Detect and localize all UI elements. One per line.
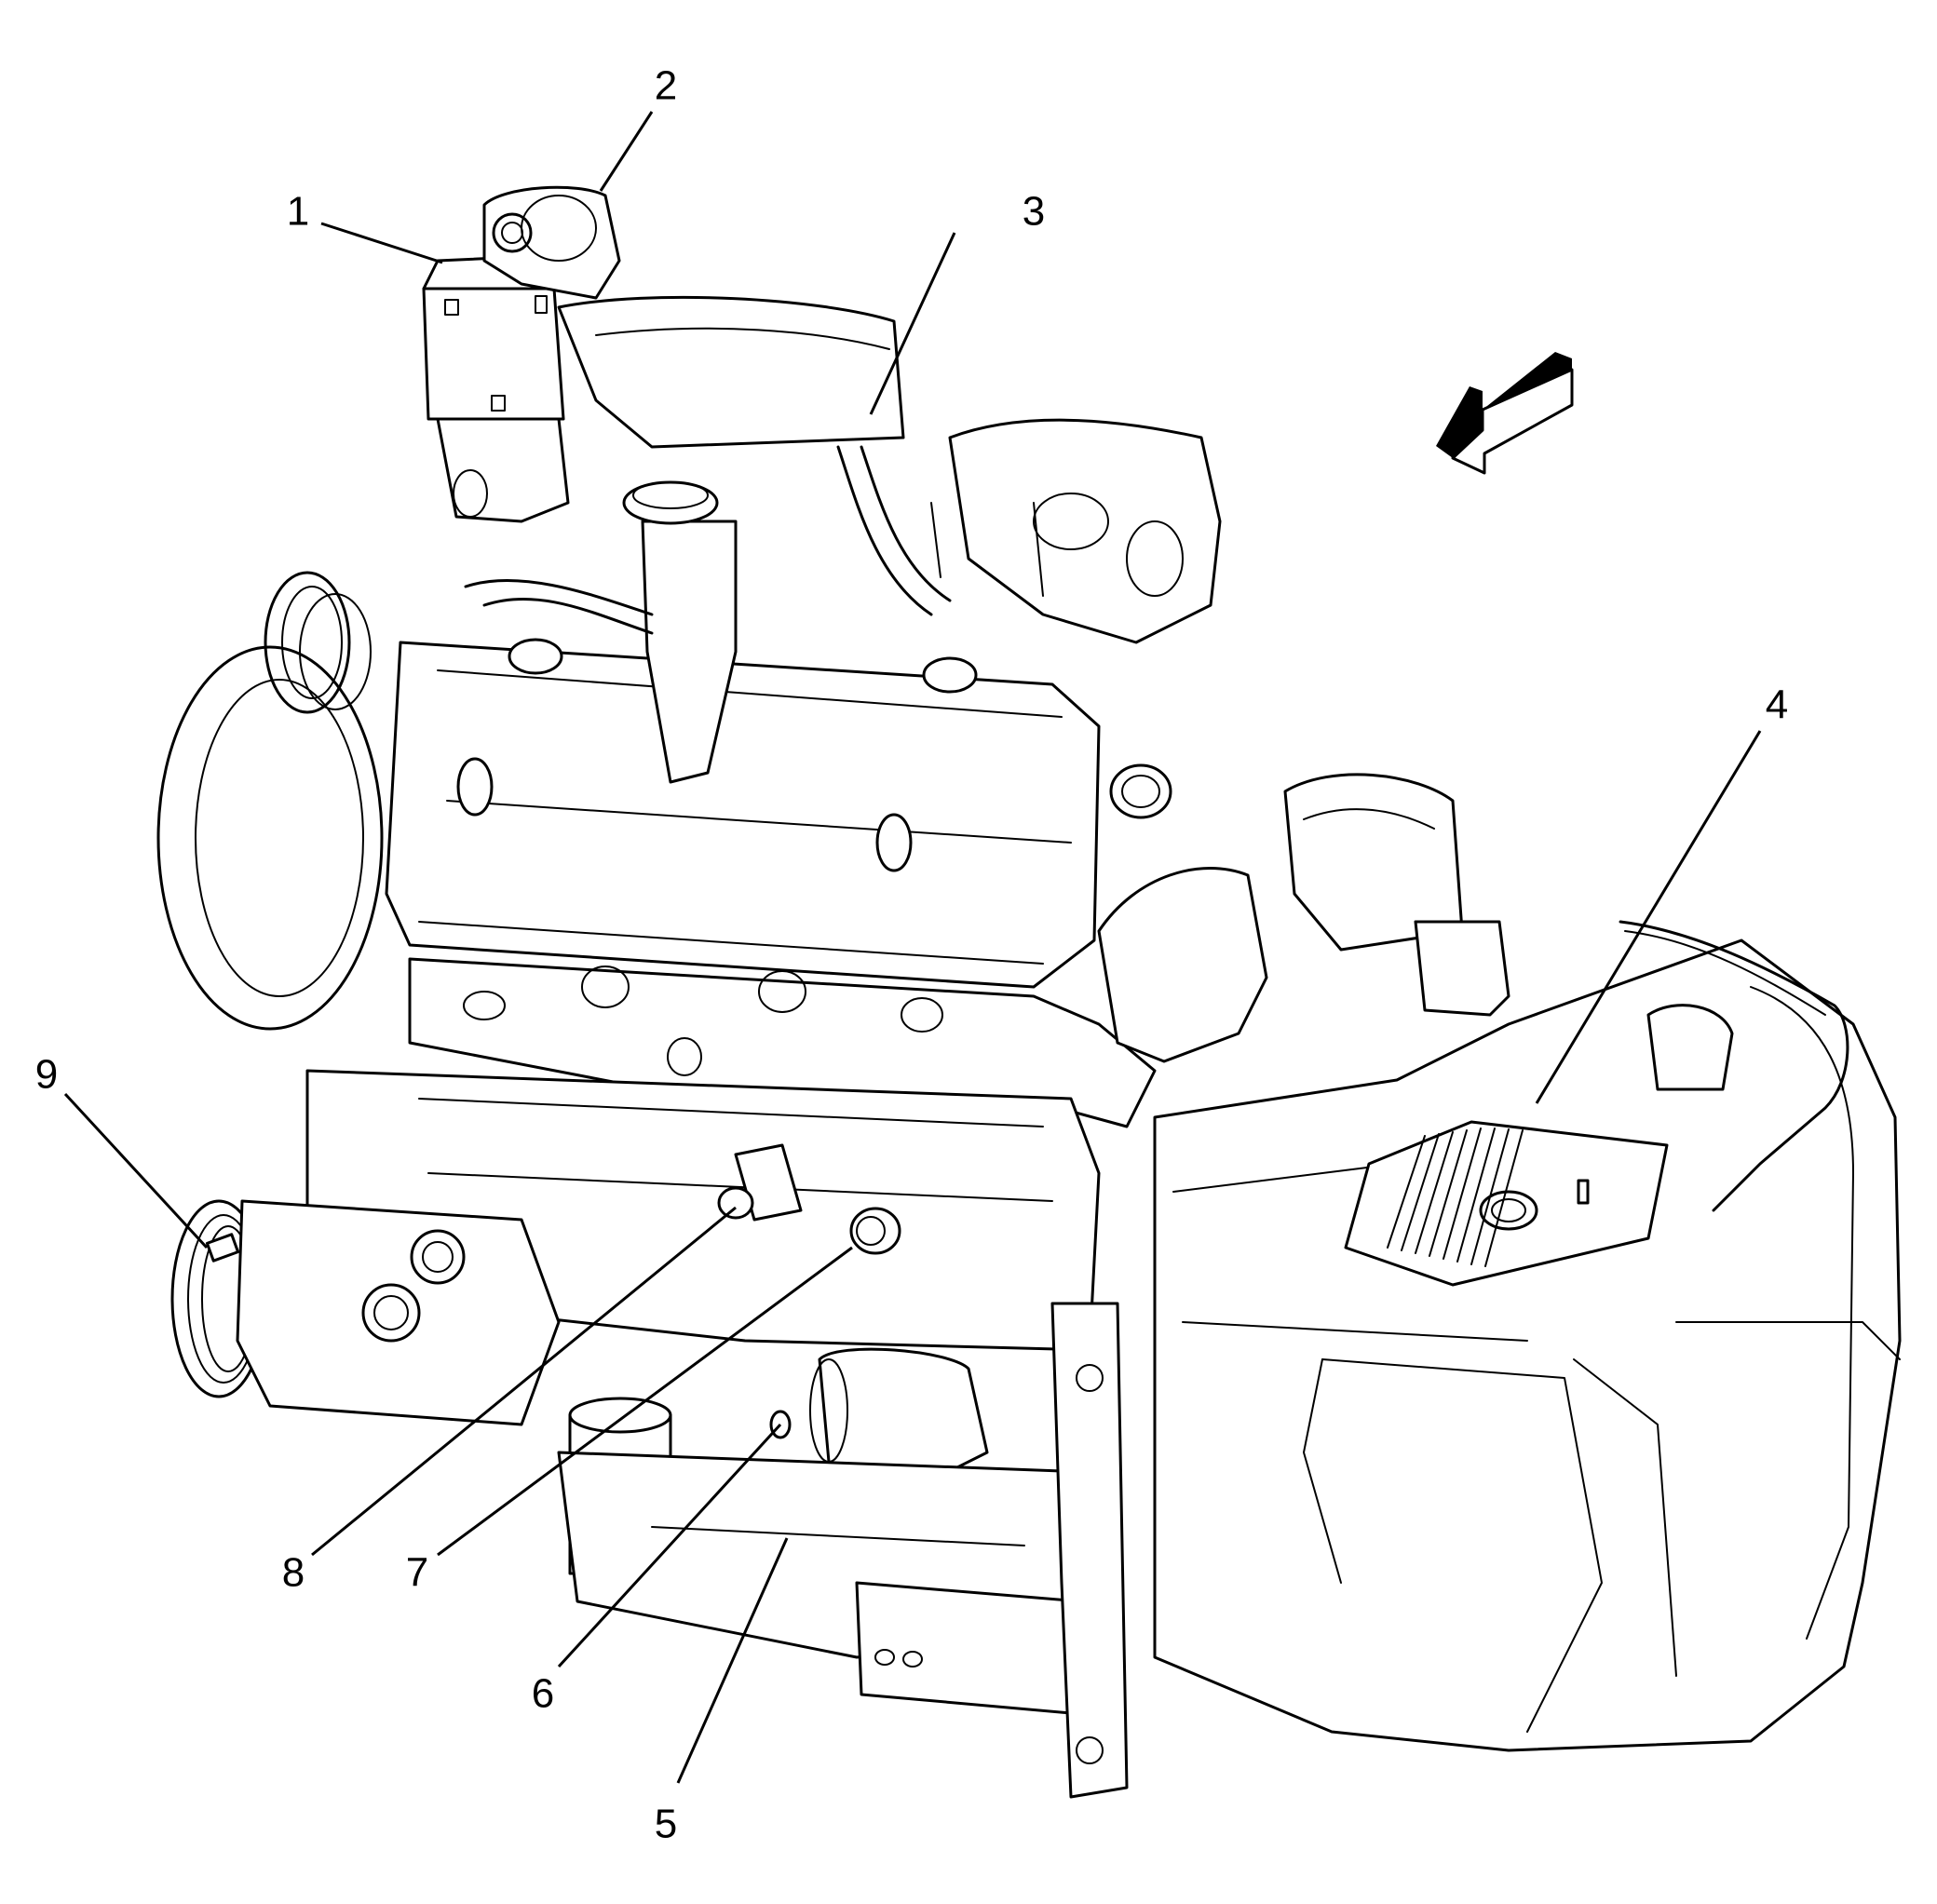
intake-duct [557,295,905,449]
starter-motor [818,1347,989,1482]
leader-5 [676,1537,789,1784]
transaxle-housing [1153,938,1902,1752]
knock-sensor [849,1207,901,1255]
callout-8: 8 [282,1550,305,1596]
engine-mount-bracket [1050,1302,1129,1799]
callout-5: 5 [655,1802,677,1847]
callout-4: 4 [1766,682,1788,728]
exhaust-manifold [408,957,1157,1128]
crank-pulley-outline [156,645,384,1031]
leader-6 [557,1423,782,1668]
callout-9: 9 [35,1052,58,1098]
leader-3 [869,232,956,415]
idler-pulley [264,571,351,714]
callout-3: 3 [1023,189,1045,235]
transmission-control-module [1344,1120,1669,1287]
exhaust-crossover [1097,867,1268,1063]
callout-7: 7 [406,1550,428,1596]
ac-compressor [236,1199,561,1426]
callout-6: 6 [532,1671,554,1717]
intake-manifold [948,418,1222,644]
leader-8 [311,1206,737,1557]
callout-2: 2 [655,63,677,109]
water-outlet [1109,763,1172,819]
callout-labels: 1 2 3 4 5 6 7 8 9 [35,63,1788,1847]
leader-2 [599,111,654,192]
leader-9 [63,1092,209,1249]
oil-fill-tube [641,520,738,784]
leader-7 [437,1246,853,1557]
leader-4 [1535,730,1762,1104]
callout-leaders [63,111,1762,1784]
engine-assembly-drawing [156,185,1902,1799]
callout-1: 1 [287,189,309,235]
leader-1 [320,222,443,264]
orientation-arrow-icon [1436,352,1574,475]
valve-cover [385,641,1101,989]
